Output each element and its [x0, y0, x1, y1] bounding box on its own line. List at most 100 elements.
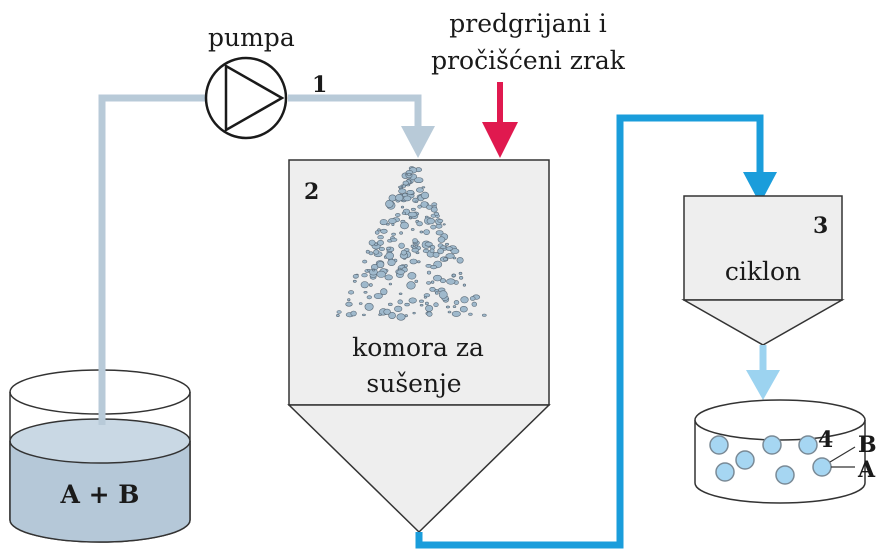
spray-droplet: [336, 313, 340, 317]
spray-droplet: [421, 186, 426, 189]
spray-droplet: [415, 187, 424, 193]
step-number-4: 4: [818, 427, 833, 453]
spray-droplet: [445, 246, 453, 251]
spray-droplet: [420, 201, 429, 208]
spray-droplet: [368, 239, 376, 246]
spray-droplet: [386, 246, 391, 251]
spray-droplet: [412, 311, 416, 315]
spray-droplet: [401, 184, 406, 188]
spray-droplet: [352, 274, 359, 279]
spray-droplet: [453, 300, 460, 305]
spray-droplet: [372, 269, 376, 272]
spray-droplet: [433, 302, 439, 308]
spray-droplet: [429, 248, 435, 254]
spray-droplet: [459, 275, 464, 280]
feed-tank: [9, 369, 191, 543]
spray-droplet: [360, 281, 369, 289]
spray-droplet: [400, 205, 405, 209]
spray-droplet: [373, 249, 380, 255]
spray-droplet: [422, 248, 430, 253]
air-label-line1: predgrijani i: [449, 9, 606, 38]
spray-droplet: [396, 269, 405, 275]
cyclone: [681, 195, 845, 346]
spray-droplet: [376, 261, 385, 269]
spray-droplet: [379, 219, 388, 226]
spray-droplet: [403, 195, 412, 202]
spray-droplet: [426, 311, 433, 317]
spray-droplet: [462, 283, 467, 287]
spray-droplet: [423, 229, 430, 235]
spray-droplet: [424, 301, 429, 306]
spray-droplet: [407, 211, 418, 218]
spray-particles: [336, 166, 487, 321]
spray-droplet: [384, 274, 393, 281]
spray-droplet: [426, 270, 432, 275]
product-label-a: A: [857, 457, 876, 483]
spray-droplet: [435, 230, 444, 236]
spray-droplet: [432, 251, 440, 258]
step-number-1: 1: [312, 72, 327, 98]
spray-droplet: [458, 271, 463, 275]
spray-droplet: [352, 279, 357, 283]
spray-droplet: [444, 242, 449, 246]
spray-droplet: [443, 257, 448, 262]
spray-droplet: [398, 242, 405, 249]
spray-droplet: [420, 191, 430, 199]
pump-label: pumpa: [208, 23, 295, 52]
leader-b: [829, 446, 856, 463]
feed-spray-arrowhead: [401, 126, 435, 158]
spray-droplet: [447, 310, 452, 314]
spray-droplet: [363, 290, 368, 294]
spray-droplet: [430, 265, 438, 270]
spray-droplet: [388, 218, 397, 224]
drying-chamber: [287, 159, 551, 534]
product-particles: [709, 435, 832, 485]
spray-droplet: [416, 221, 423, 227]
spray-droplet: [468, 312, 473, 316]
spray-droplet: [399, 231, 403, 235]
spray-droplet: [445, 253, 455, 259]
outlet-arrow: [746, 345, 780, 400]
spray-droplet: [437, 248, 444, 255]
spray-droplet: [411, 247, 419, 253]
spray-droplet: [451, 273, 457, 277]
spray-droplet: [408, 297, 417, 304]
spray-droplet: [395, 213, 401, 217]
spray-droplet: [387, 258, 396, 266]
spray-droplet: [387, 302, 393, 307]
spray-droplet: [424, 241, 433, 247]
spray-droplet: [426, 281, 431, 285]
spray-droplet: [410, 228, 415, 231]
spray-droplet: [452, 305, 457, 308]
spray-droplet: [390, 237, 398, 242]
spray-droplet: [368, 283, 373, 287]
spray-droplet: [481, 313, 487, 317]
spray-droplet: [445, 305, 450, 309]
spray-droplet: [430, 206, 438, 213]
spray-droplet: [366, 295, 372, 300]
spray-droplet: [426, 217, 435, 225]
spray-droplet: [433, 211, 440, 216]
spray-droplet: [416, 260, 421, 264]
spray-droplet: [460, 296, 469, 304]
spray-droplet: [439, 278, 446, 284]
spray-droplet: [469, 296, 476, 301]
spray-droplet: [446, 278, 456, 285]
step-number-3: 3: [813, 213, 828, 239]
spray-droplet: [398, 292, 403, 295]
liquid-surface: [9, 418, 191, 464]
spray-droplet: [419, 299, 424, 303]
spray-droplet: [380, 228, 388, 234]
spray-droplet: [345, 301, 353, 307]
spray-droplet: [383, 308, 391, 315]
chamber-label-line2: sušenje: [366, 369, 461, 398]
feed-liquid: [10, 441, 190, 542]
spray-droplet: [396, 313, 406, 321]
spray-droplet: [471, 301, 477, 307]
spray-droplet: [414, 177, 424, 183]
spray-droplet: [401, 211, 407, 215]
spray-droplet: [397, 299, 403, 305]
spray-droplet: [391, 232, 396, 236]
cyclone-label: ciklon: [725, 257, 801, 286]
spray-droplet: [442, 223, 446, 226]
